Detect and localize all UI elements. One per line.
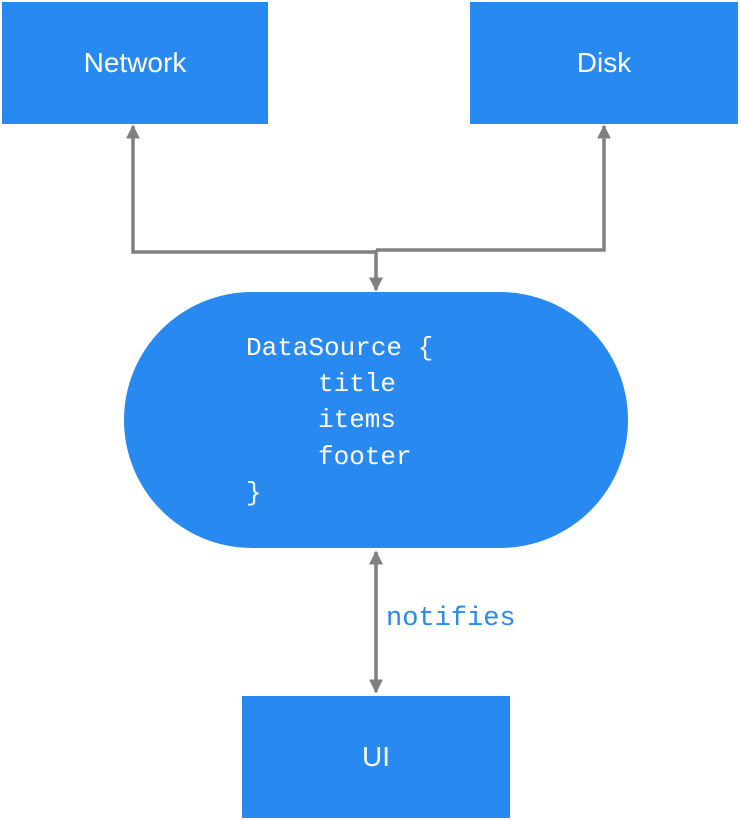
datasource-field-title: title <box>318 369 397 400</box>
datasource-field-items: items <box>318 405 397 436</box>
connector-datasource-disk <box>376 124 611 252</box>
datasource-header: DataSource { <box>246 333 434 363</box>
disk-node: Disk <box>470 2 738 124</box>
datasource-node <box>124 292 628 548</box>
connector-datasource-network <box>126 124 376 254</box>
ui-node-label: UI <box>362 741 390 772</box>
disk-node-label: Disk <box>576 47 632 78</box>
network-node: Network <box>2 2 268 124</box>
datasource-closing-brace: } <box>246 477 262 508</box>
network-node-label: Network <box>83 47 187 78</box>
datasource-code: DataSource { title items footer} <box>246 330 433 511</box>
ui-node: UI <box>242 696 510 818</box>
notifies-label: notifies <box>386 604 516 634</box>
datasource-field-footer: footer <box>318 441 412 472</box>
